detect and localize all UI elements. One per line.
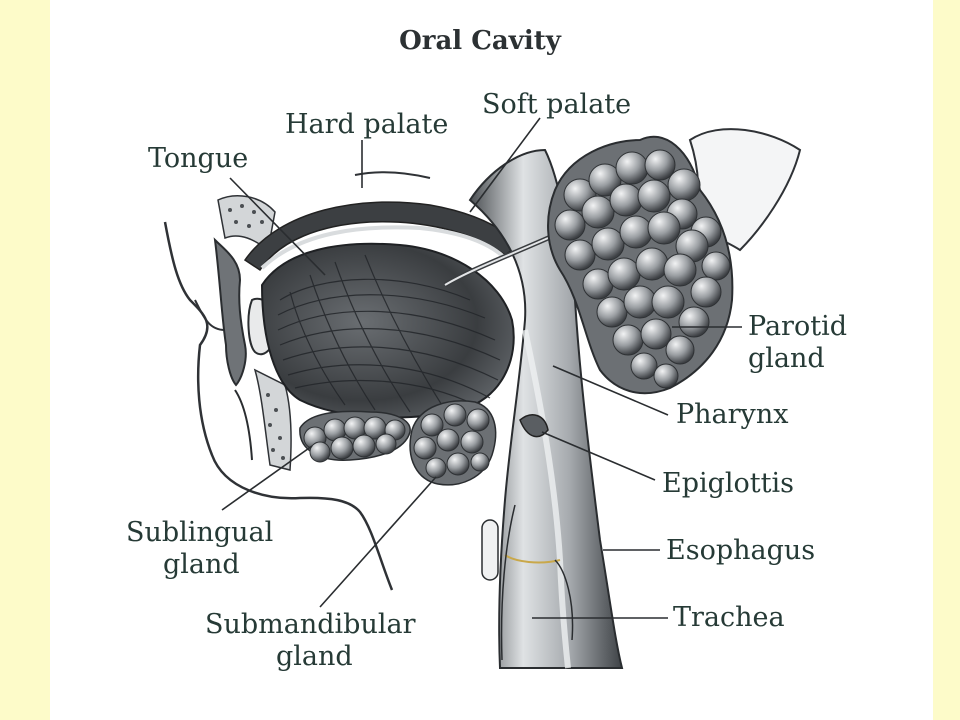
- leader-lines: [221, 117, 742, 619]
- face-outline: [163, 221, 394, 591]
- label-pharynx: Pharynx: [676, 399, 789, 430]
- label-parotid-line2: gland: [748, 343, 825, 374]
- label-tongue: Tongue: [148, 143, 249, 174]
- epiglottis-shape: [519, 414, 549, 438]
- label-submandibular-line1: Submandibular: [205, 609, 416, 640]
- leader-epiglottis: [541, 431, 656, 481]
- label-soft-palate: Soft palate: [482, 89, 632, 120]
- leader-pharynx: [552, 365, 669, 416]
- leader-sublingual: [221, 445, 313, 511]
- label-sublingual-line1: Sublingual: [126, 517, 274, 548]
- leader-soft-palate: [469, 117, 541, 213]
- label-epiglottis: Epiglottis: [662, 468, 794, 499]
- label-hard-palate: Hard palate: [285, 109, 449, 140]
- label-esophagus: Esophagus: [666, 535, 816, 566]
- label-submandibular-line2: gland: [276, 641, 353, 672]
- leader-submandibular: [319, 476, 437, 608]
- sublingual-gland-shape: [299, 410, 411, 463]
- label-trachea: Trachea: [673, 602, 785, 633]
- tongue: [260, 242, 515, 419]
- label-parotid-line1: Parotid: [748, 311, 847, 342]
- label-sublingual-line2: gland: [163, 549, 240, 580]
- parotid-gland-shape: [547, 135, 734, 395]
- diagram-title: Oral Cavity: [399, 26, 561, 56]
- submandibular-gland-shape: [409, 400, 497, 486]
- pharynx-esophagus-tube: [468, 148, 624, 669]
- leader-tongue: [229, 177, 326, 276]
